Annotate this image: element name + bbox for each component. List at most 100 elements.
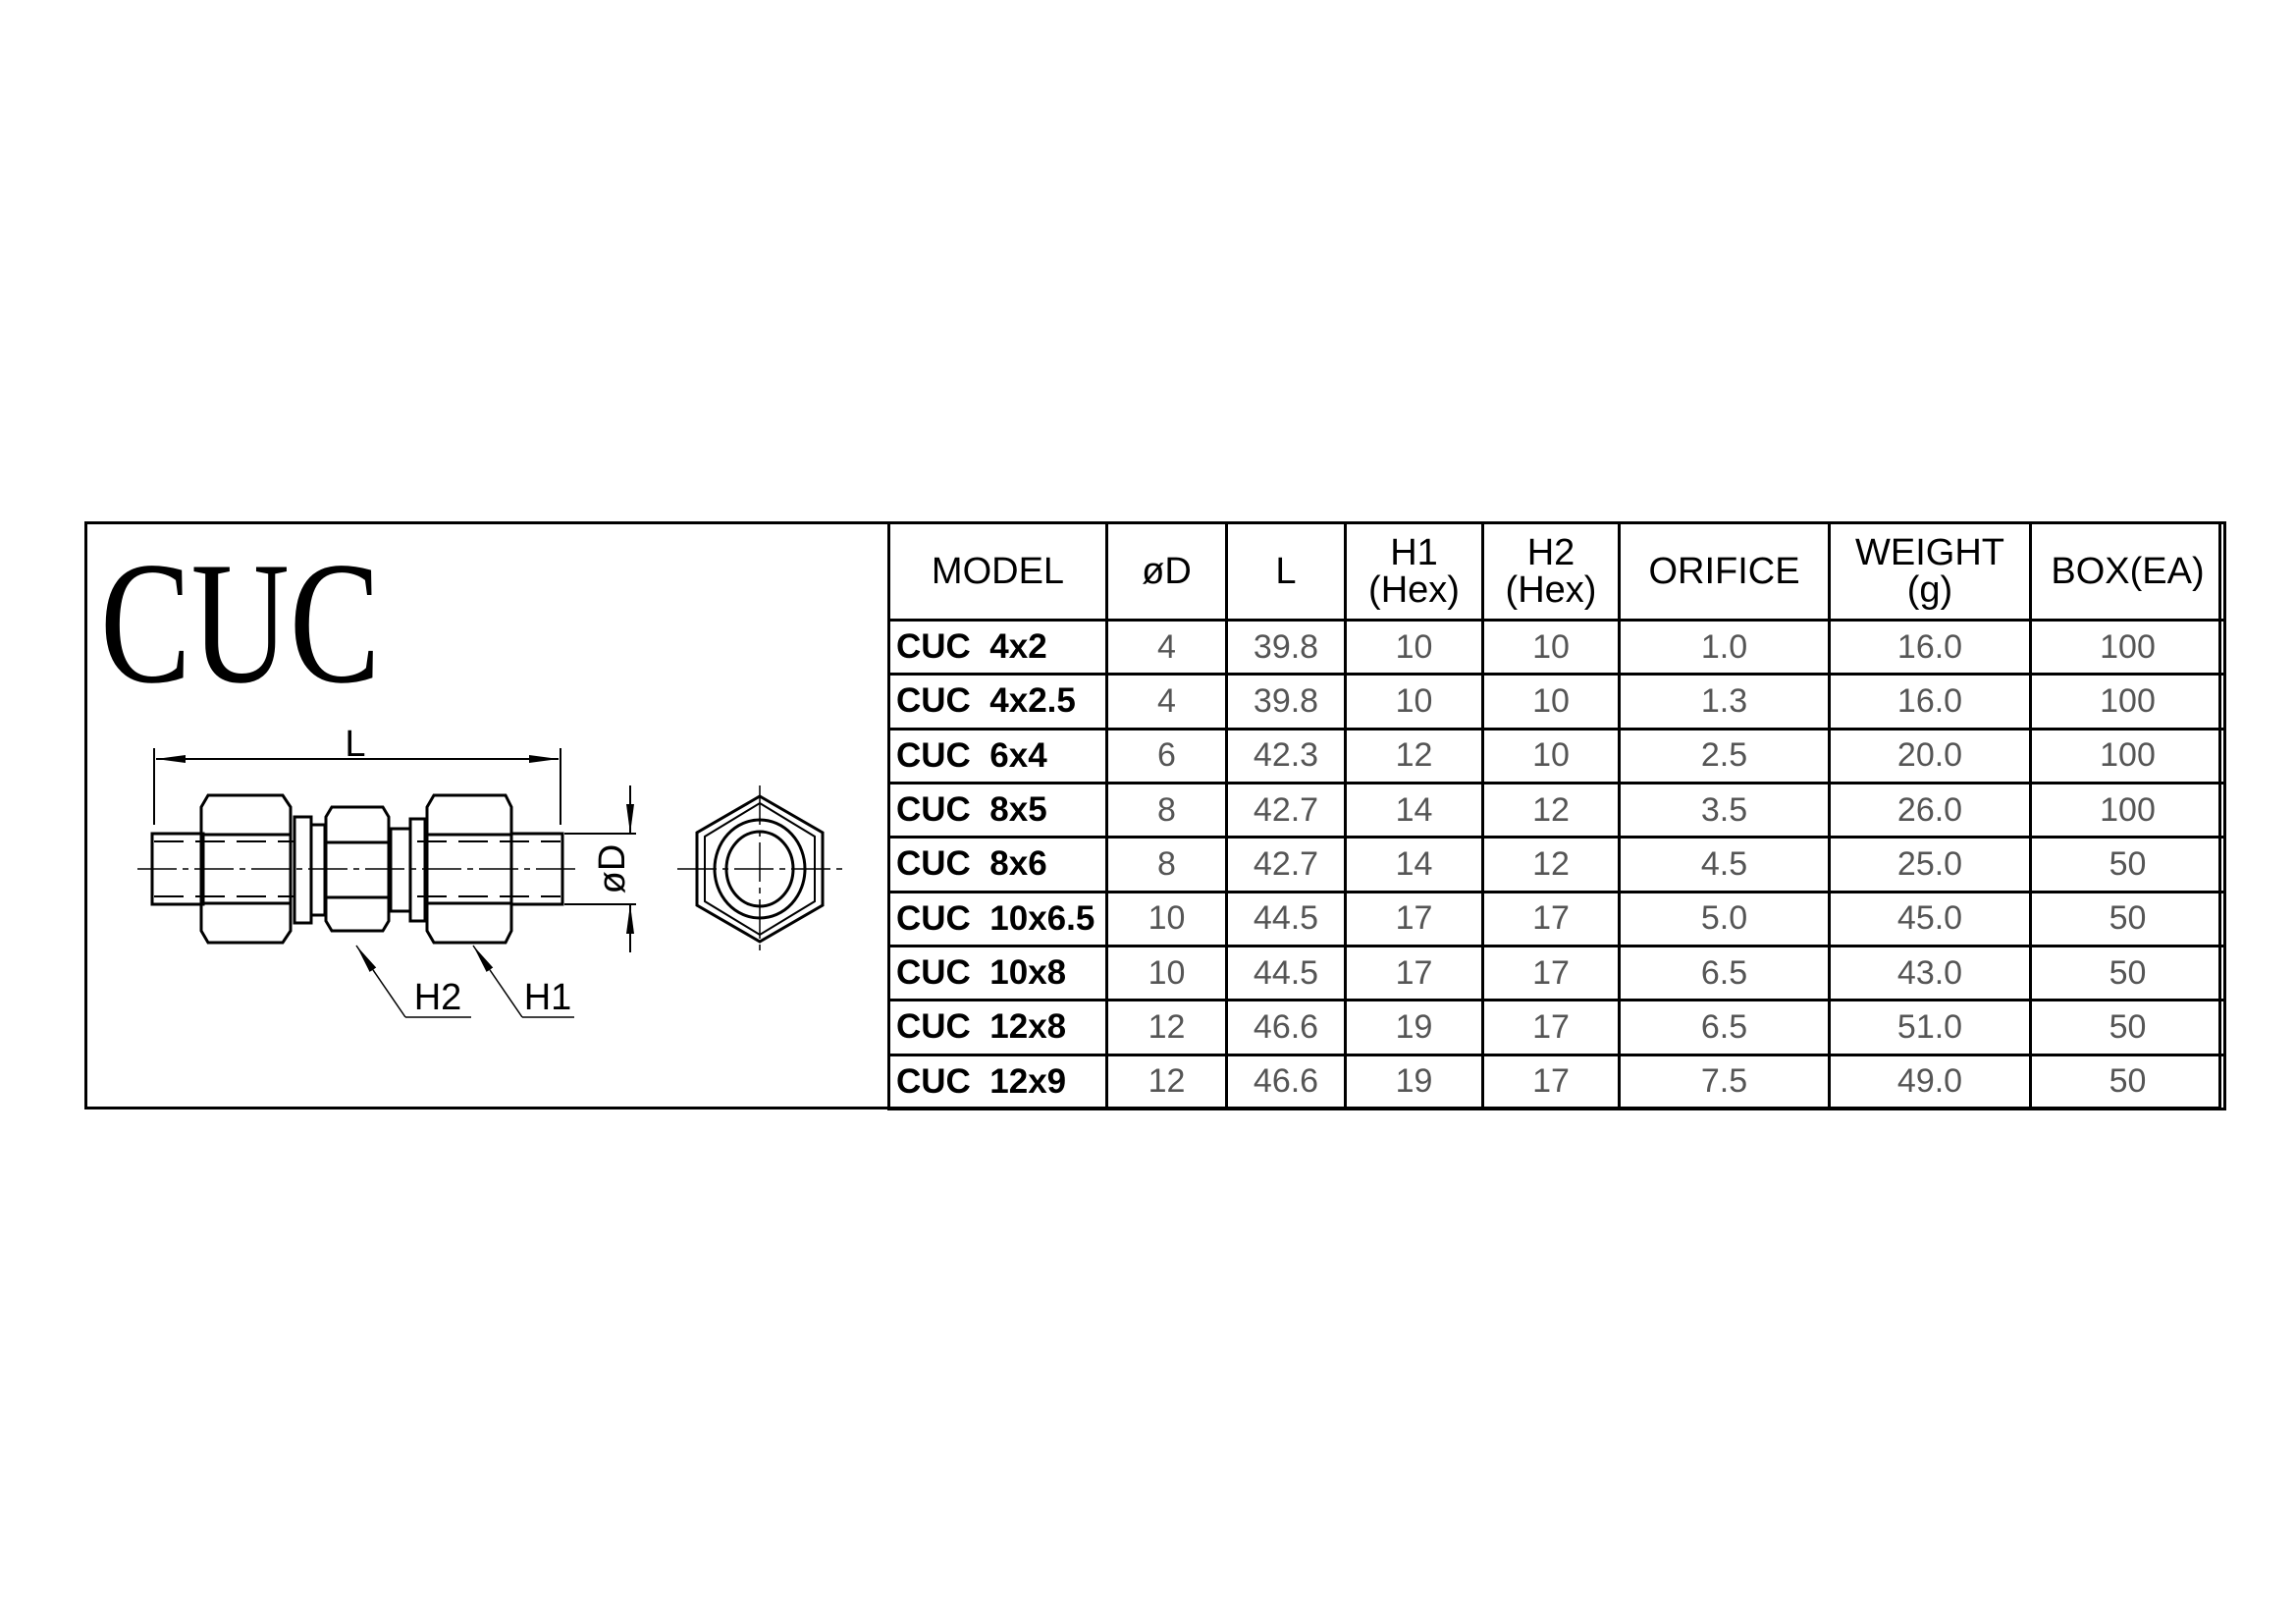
value-cell: 12 [1344,727,1484,784]
model-cell: CUC 10x8 [887,944,1108,1002]
value-cell: 14 [1344,781,1484,839]
column-header: øD [1105,521,1228,622]
value-cell: 17 [1481,944,1621,1002]
value-cell: 10 [1481,727,1621,784]
column-header: H1 (Hex) [1344,521,1484,622]
column-header: ORIFICE [1618,521,1831,622]
hex-leaders [355,945,574,1018]
value-cell: 51.0 [1828,999,2032,1056]
value-cell: 4 [1105,673,1228,730]
value-cell: 19 [1344,999,1484,1056]
value-cell: 46.6 [1225,1053,1347,1111]
value-cell: 43.0 [1828,944,2032,1002]
column-header: H2 (Hex) [1481,521,1621,622]
value-cell: 12 [1105,1053,1228,1111]
value-cell: 46.6 [1225,999,1347,1056]
value-cell: 17 [1481,1053,1621,1111]
value-cell: 10 [1481,618,1621,676]
model-cell: CUC 8x5 [887,781,1108,839]
model-cell: CUC 4x2.5 [887,673,1108,730]
value-cell: 39.8 [1225,673,1347,730]
value-cell: 39.8 [1225,618,1347,676]
value-cell: 16.0 [1828,618,2032,676]
value-cell: 26.0 [1828,781,2032,839]
value-cell: 16.0 [1828,673,2032,730]
dimension-D [564,785,636,952]
value-cell: 100 [2029,781,2226,839]
value-cell: 42.7 [1225,836,1347,893]
value-cell: 100 [2029,727,2226,784]
value-cell: 17 [1481,999,1621,1056]
value-cell: 50 [2029,836,2226,893]
column-header: BOX(EA) [2029,521,2226,622]
value-cell: 3.5 [1618,781,1831,839]
value-cell: 25.0 [1828,836,2032,893]
value-cell: 10 [1105,944,1228,1002]
model-cell: CUC 8x6 [887,836,1108,893]
value-cell: 4.5 [1618,836,1831,893]
value-cell: 100 [2029,618,2226,676]
hex-end-view [695,794,825,944]
value-cell: 8 [1105,836,1228,893]
value-cell: 42.3 [1225,727,1347,784]
value-cell: 10 [1344,618,1484,676]
value-cell: 17 [1344,944,1484,1002]
value-cell: 7.5 [1618,1053,1831,1111]
value-cell: 4 [1105,618,1228,676]
value-cell: 17 [1344,890,1484,947]
column-header: WEIGHT (g) [1828,521,2032,622]
value-cell: 42.7 [1225,781,1347,839]
value-cell: 14 [1344,836,1484,893]
value-cell: 1.0 [1618,618,1831,676]
model-cell: CUC 6x4 [887,727,1108,784]
label-h2: H2 [414,977,462,1018]
value-cell: 5.0 [1618,890,1831,947]
model-cell: CUC 4x2 [887,618,1108,676]
value-cell: 6.5 [1618,999,1831,1056]
value-cell: 12 [1105,999,1228,1056]
value-cell: 100 [2029,673,2226,730]
fitting-side-view [150,793,564,945]
value-cell: 50 [2029,890,2226,947]
value-cell: 20.0 [1828,727,2032,784]
value-cell: 6 [1105,727,1228,784]
value-cell: 10 [1344,673,1484,730]
value-cell: 45.0 [1828,890,2032,947]
model-cell: CUC 12x9 [887,1053,1108,1111]
value-cell: 50 [2029,999,2226,1056]
centerline [137,785,844,952]
dimension-L-label: L [345,724,365,765]
dimension-D-label: øD [592,844,633,894]
value-cell: 12 [1481,781,1621,839]
value-cell: 2.5 [1618,727,1831,784]
value-cell: 10 [1105,890,1228,947]
product-title: CUC [100,525,381,720]
column-header: L [1225,521,1347,622]
value-cell: 12 [1481,836,1621,893]
label-h1: H1 [524,977,572,1018]
column-header: MODEL [887,521,1108,622]
dimension-L [153,748,561,825]
value-cell: 50 [2029,944,2226,1002]
value-cell: 19 [1344,1053,1484,1111]
value-cell: 17 [1481,890,1621,947]
value-cell: 6.5 [1618,944,1831,1002]
value-cell: 44.5 [1225,890,1347,947]
value-cell: 50 [2029,1053,2226,1111]
value-cell: 10 [1481,673,1621,730]
value-cell: 1.3 [1618,673,1831,730]
value-cell: 44.5 [1225,944,1347,1002]
value-cell: 8 [1105,781,1228,839]
value-cell: 49.0 [1828,1053,2032,1111]
